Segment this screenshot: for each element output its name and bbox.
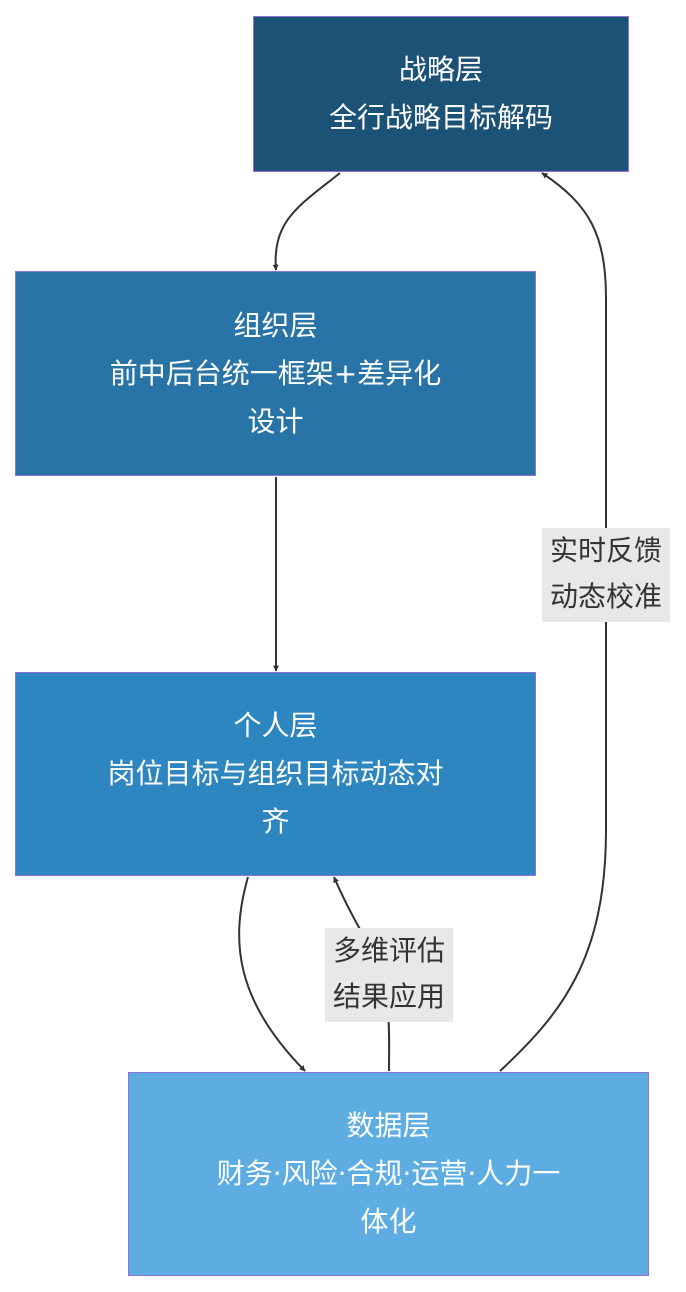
- data-layer-desc-line1: 财务·风险·合规·运营·人力一: [216, 1157, 561, 1190]
- strategy-layer-node: 战略层 全行战略目标解码: [253, 16, 629, 172]
- edge-strategy-to-org: [272, 172, 341, 271]
- assess-label-line1: 多维评估: [332, 934, 445, 967]
- person-layer-desc-line2: 齐: [261, 805, 290, 838]
- org-layer-node: 组织层 前中后台统一框架+差异化 设计: [15, 271, 536, 476]
- org-layer-desc-line2: 设计: [247, 404, 304, 438]
- data-layer-desc-line2: 体化: [360, 1205, 417, 1238]
- edge-person-to-data: [238, 876, 306, 1072]
- data-layer-title: 数据层: [346, 1109, 431, 1142]
- feedback-label-line2: 动态校准: [549, 580, 662, 613]
- person-layer-desc-line1: 岗位目标与组织目标动态对: [107, 757, 444, 790]
- strategy-layer-desc: 全行战略目标解码: [328, 101, 553, 134]
- assessment-edge-label: 多维评估 结果应用: [325, 928, 453, 1022]
- assess-label-line2: 结果应用: [332, 980, 445, 1013]
- strategy-layer-title: 战略层: [398, 53, 483, 86]
- person-layer-title: 个人层: [233, 709, 318, 742]
- org-layer-desc-line1: 前中后台统一框架+差异化: [109, 356, 442, 390]
- feedback-label-line1: 实时反馈: [549, 534, 662, 567]
- org-layer-title: 组织层: [233, 308, 318, 342]
- data-layer-node: 数据层 财务·风险·合规·运营·人力一 体化: [128, 1072, 649, 1276]
- person-layer-node: 个人层 岗位目标与组织目标动态对 齐: [15, 672, 536, 876]
- edge-data-to-strategy: [499, 172, 607, 1072]
- feedback-edge-label: 实时反馈 动态校准: [542, 528, 670, 622]
